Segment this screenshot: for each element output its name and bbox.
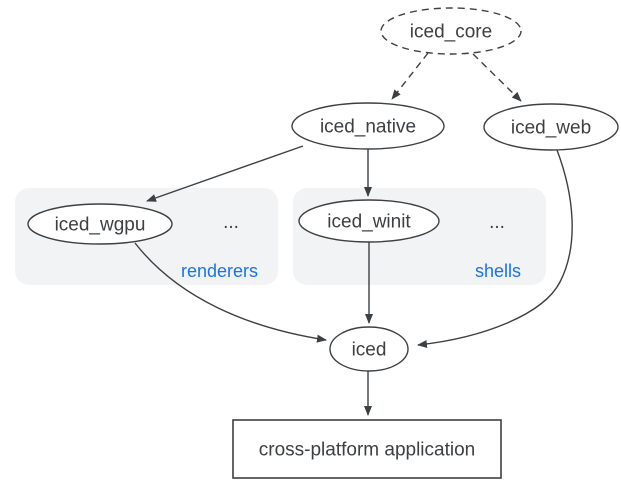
edge-iced-core-to-iced-web bbox=[472, 53, 522, 102]
shells-ellipsis-label: ... bbox=[489, 212, 505, 233]
node-iced-winit-label: iced_winit bbox=[327, 212, 411, 233]
node-cross-platform-application-label: cross-platform application bbox=[259, 440, 475, 461]
node-cross-platform-application bbox=[232, 419, 502, 479]
renderers-ellipsis-label: ... bbox=[223, 212, 239, 233]
edge-iced-web-to-iced bbox=[417, 149, 573, 348]
renderers-group-label: renderers bbox=[181, 261, 258, 281]
node-iced-core-label: iced_core bbox=[410, 22, 492, 43]
node-iced-native-label: iced_native bbox=[320, 117, 416, 138]
node-iced-winit bbox=[298, 199, 440, 243]
node-iced-web bbox=[483, 103, 619, 151]
node-iced-native bbox=[291, 102, 445, 150]
edge-iced-core-to-iced-native bbox=[391, 52, 429, 100]
node-iced-web-label: iced_web bbox=[511, 118, 591, 139]
node-iced bbox=[329, 326, 409, 372]
node-iced-wgpu bbox=[27, 203, 173, 245]
shells-group-label: shells bbox=[475, 261, 521, 281]
edge-iced-native-to-iced-wgpu bbox=[146, 145, 304, 202]
node-iced-core bbox=[380, 7, 522, 55]
edge-iced-wgpu-to-iced bbox=[134, 242, 327, 343]
node-iced-wgpu-label: iced_wgpu bbox=[55, 215, 146, 236]
node-iced-label: iced bbox=[352, 340, 387, 361]
